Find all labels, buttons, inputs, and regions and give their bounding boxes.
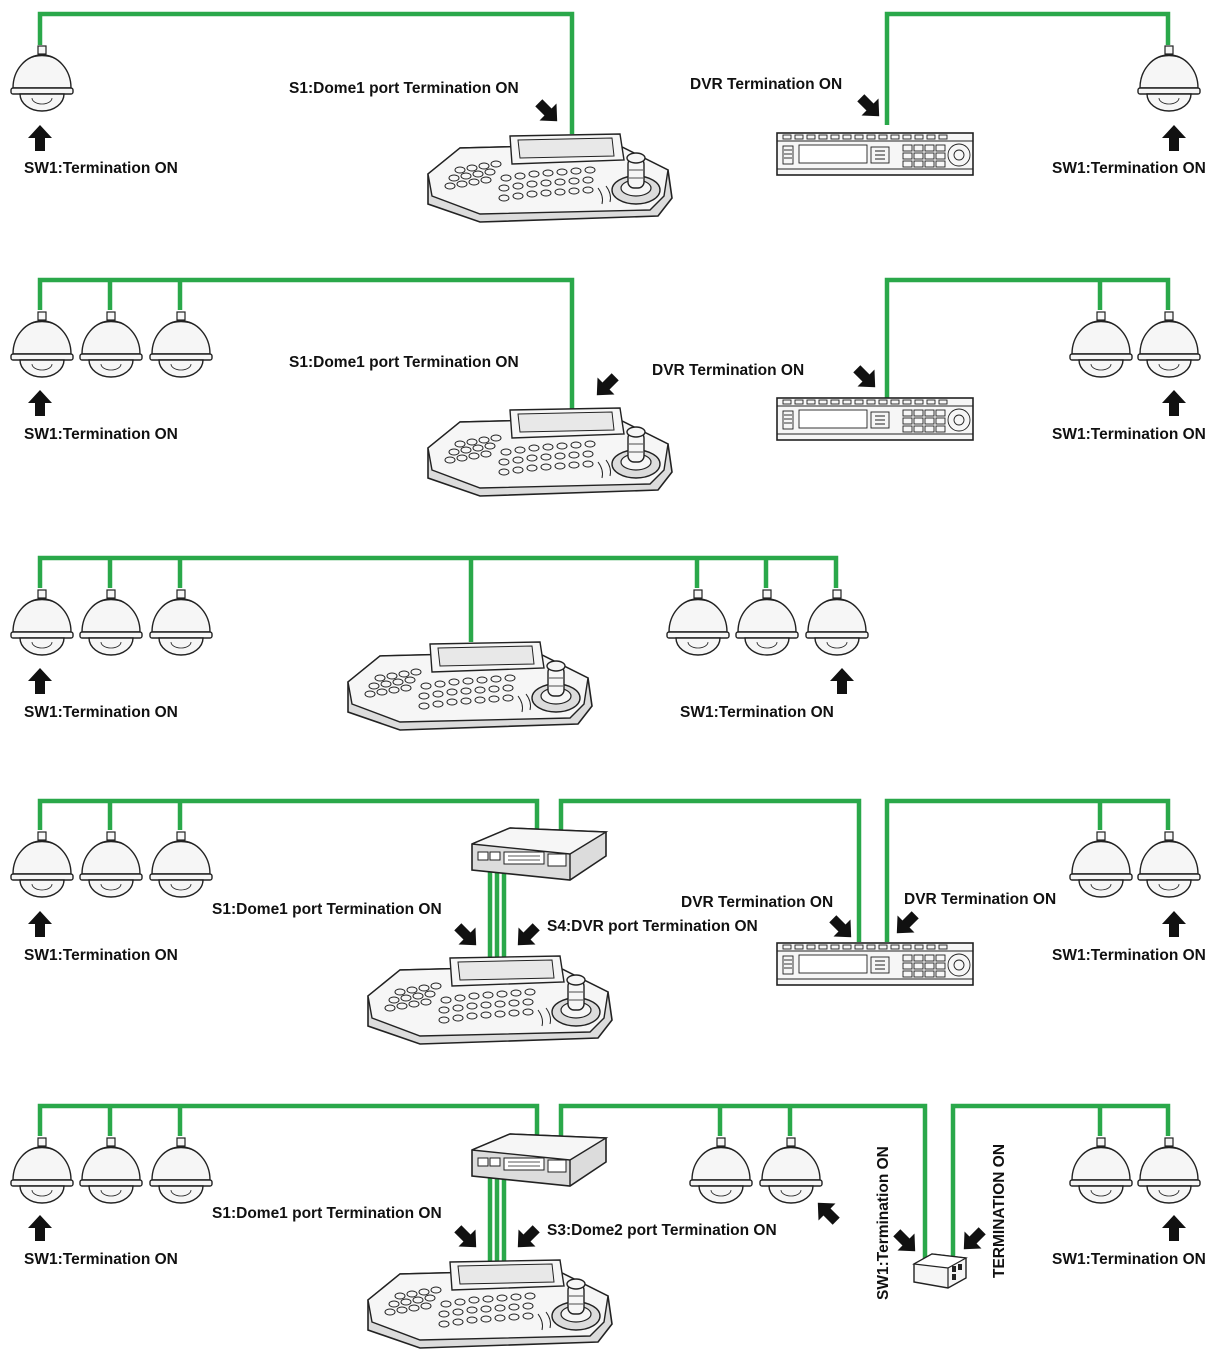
s1-dome1-termination-label: S1:Dome1 port Termination ON (212, 1205, 442, 1222)
ptz-keyboard-controller-icon (427, 407, 673, 497)
s3-dome2-termination-label: S3:Dome2 port Termination ON (547, 1222, 777, 1239)
sw1-termination-label: SW1:Termination ON (1052, 160, 1206, 177)
pointer-arrow-icon (1162, 1215, 1186, 1241)
sw1-termination-label: SW1:Termination ON (1052, 1251, 1206, 1268)
dome-camera-icon (79, 831, 143, 898)
pointer-arrow-icon (509, 1220, 545, 1256)
dome-camera-icon (1137, 831, 1201, 898)
dome-camera-icon (149, 1137, 213, 1204)
dvr-termination-label: DVR Termination ON (904, 891, 1056, 908)
dome-camera-icon (79, 589, 143, 656)
pointer-arrow-icon (449, 1220, 485, 1256)
dome-camera-icon (1069, 831, 1133, 898)
dome-camera-icon (10, 589, 74, 656)
pointer-arrow-icon (28, 390, 52, 416)
ptz-keyboard-controller-icon (427, 133, 673, 223)
pointer-arrow-icon (1162, 911, 1186, 937)
sw1-termination-label: SW1:Termination ON (24, 1251, 178, 1268)
dvr-recorder-icon (776, 397, 974, 441)
row-2: SW1:Termination ON SW1:Termination ON S1… (10, 277, 1206, 497)
dome-camera-icon (10, 831, 74, 898)
sw1-termination-label: SW1:Termination ON (24, 160, 178, 177)
pointer-arrow-icon (809, 1194, 845, 1230)
dome-camera-icon (79, 311, 143, 378)
pointer-arrow-icon (28, 125, 52, 151)
pointer-arrow-icon (588, 368, 624, 404)
dome-camera-icon (149, 311, 213, 378)
dvr-termination-label: DVR Termination ON (690, 76, 842, 93)
dvr-recorder-icon (776, 942, 974, 986)
pointer-arrow-icon (509, 918, 545, 954)
pointer-arrow-icon (28, 911, 52, 937)
dome-camera-icon (1069, 311, 1133, 378)
s4-dvr-termination-label: S4:DVR port Termination ON (547, 918, 758, 935)
wire (37, 1103, 1171, 1268)
dome-camera-icon (666, 589, 730, 656)
dvr-termination-label: DVR Termination ON (652, 362, 804, 379)
junction-box-icon (913, 1253, 967, 1289)
sw1-termination-label: SW1:Termination ON (1052, 426, 1206, 443)
s1-dome1-termination-label: S1:Dome1 port Termination ON (289, 354, 519, 371)
sw1-termination-label: SW1:Termination ON (24, 426, 178, 443)
dome-camera-icon (149, 831, 213, 898)
termination-on-vertical-label: TERMINATION ON (991, 1144, 1008, 1278)
pointer-arrow-icon (848, 360, 884, 396)
sw1-termination-label: SW1:Termination ON (1052, 947, 1206, 964)
dome-camera-icon (79, 1137, 143, 1204)
dome-camera-icon (759, 1137, 823, 1204)
dome-camera-icon (1137, 311, 1201, 378)
ptz-keyboard-controller-icon (367, 1259, 613, 1349)
row-4: SW1:Termination ON SW1:Termination ON S1… (10, 798, 1206, 1045)
ptz-keyboard-controller-icon (347, 641, 593, 731)
dome-camera-icon (805, 589, 869, 656)
wire (37, 555, 839, 642)
pointer-arrow-icon (830, 668, 854, 694)
dome-camera-icon (1137, 1137, 1201, 1204)
dome-camera-icon (1137, 45, 1201, 112)
dvr-termination-label: DVR Termination ON (681, 894, 833, 911)
dome-camera-icon (735, 589, 799, 656)
wire (37, 798, 1171, 962)
dome-camera-icon (149, 589, 213, 656)
dome-camera-icon (689, 1137, 753, 1204)
pointer-arrow-icon (449, 918, 485, 954)
row-3: SW1:Termination ON SW1:Termination ON (10, 555, 869, 731)
s1-dome1-termination-label: S1:Dome1 port Termination ON (212, 901, 442, 918)
pointer-arrow-icon (1162, 390, 1186, 416)
ptz-keyboard-controller-icon (367, 955, 613, 1045)
sw1-termination-label: SW1:Termination ON (24, 704, 178, 721)
row-1: SW1:Termination ON SW1:Termination ON S1… (10, 11, 1206, 223)
pointer-arrow-icon (28, 1215, 52, 1241)
pointer-arrow-icon (824, 910, 860, 946)
pointer-arrow-icon (28, 668, 52, 694)
distribution-hub-icon (471, 827, 607, 881)
dome-camera-icon (10, 1137, 74, 1204)
distribution-hub-icon (471, 1133, 607, 1187)
pointer-arrow-icon (888, 1224, 924, 1260)
sw1-termination-label: SW1:Termination ON (24, 947, 178, 964)
wire (37, 277, 1171, 410)
dome-camera-icon (10, 311, 74, 378)
pointer-arrow-icon (888, 906, 924, 942)
dome-camera-icon (1069, 1137, 1133, 1204)
pointer-arrow-icon (955, 1222, 991, 1258)
row-5: SW1:Termination ON SW1:Termination ON S1… (10, 1103, 1206, 1349)
dome-camera-icon (10, 45, 74, 112)
sw1-termination-vertical-label: SW1:Termination ON (875, 1146, 892, 1300)
pointer-arrow-icon (1162, 125, 1186, 151)
sw1-termination-label: SW1:Termination ON (680, 704, 834, 721)
pointer-arrow-icon (852, 89, 888, 125)
s1-dome1-termination-label: S1:Dome1 port Termination ON (289, 80, 519, 97)
dvr-recorder-icon (776, 132, 974, 176)
wire (37, 11, 1171, 134)
pointer-arrow-icon (530, 94, 566, 130)
